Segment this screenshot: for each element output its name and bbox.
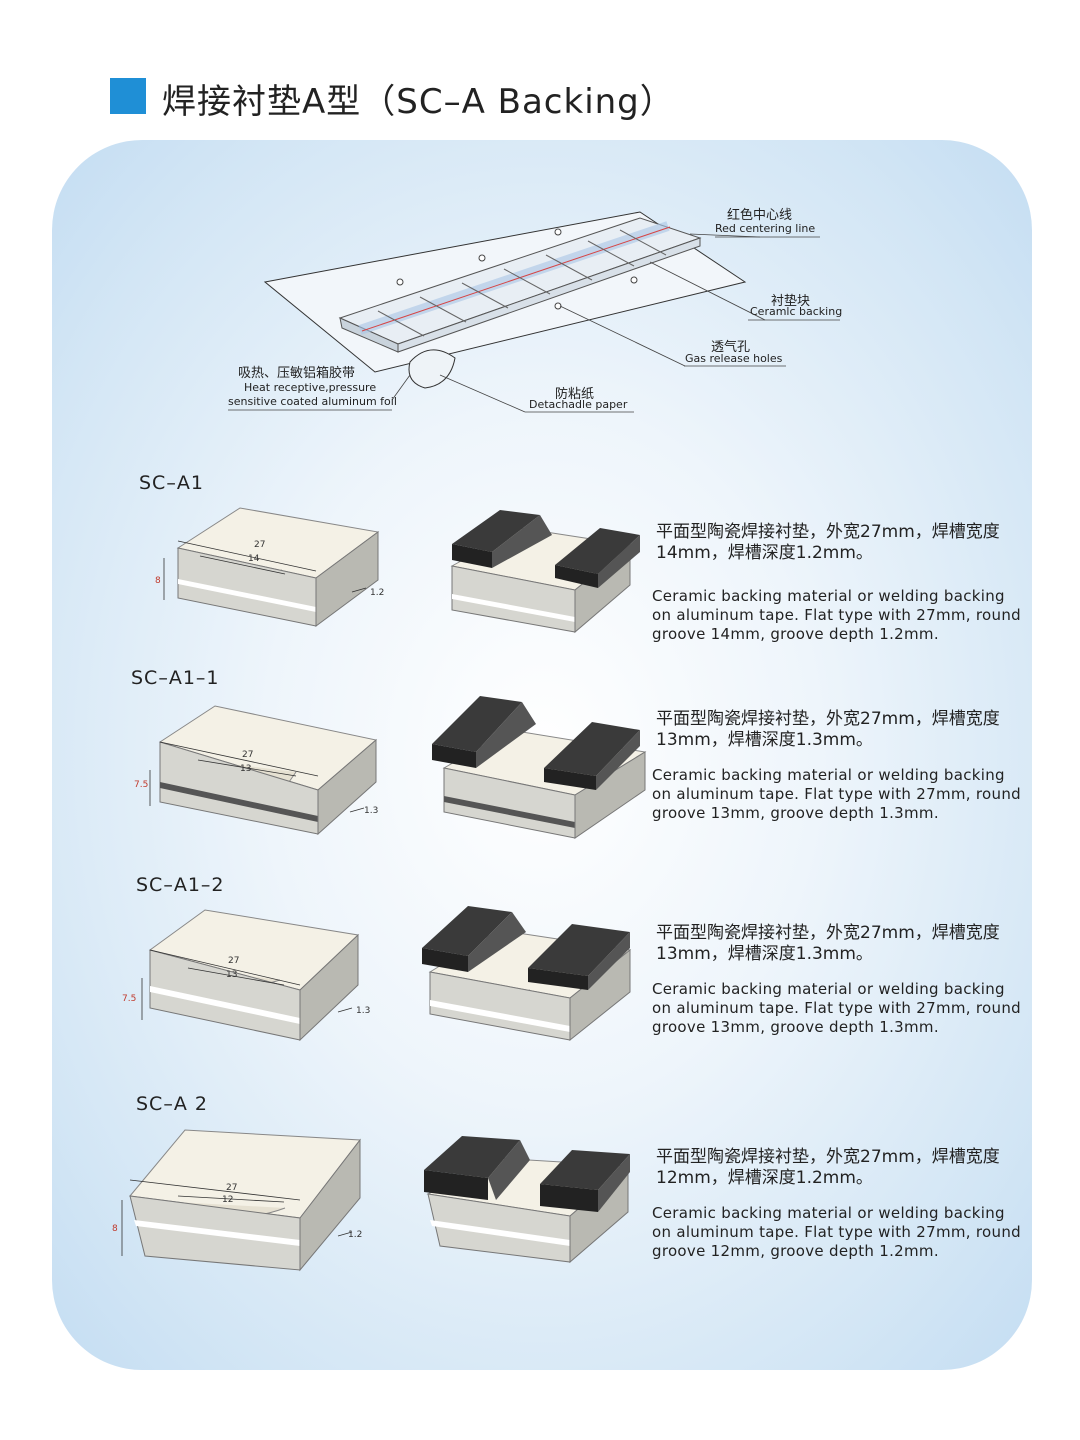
label-paper-cn: 防粘纸 [555, 387, 595, 402]
dim-groove: 12 [222, 1195, 234, 1205]
page-title: 焊接衬垫A型（SC–A Backing） [162, 82, 675, 122]
dim-width: 27 [228, 956, 240, 966]
dim-width: 27 [242, 750, 254, 760]
model-desc-en: Ceramic backing material or welding back… [652, 980, 1021, 1036]
label-ceramic-backing-en: Ceramlc backing [750, 305, 843, 318]
dim-depth: 1.3 [356, 1006, 371, 1016]
model-desc-cn: 平面型陶瓷焊接衬垫，外宽27mm，焊槽宽度14mm，焊槽深度1.2mm。 [656, 522, 1000, 563]
dim-depth: 1.2 [348, 1230, 363, 1240]
label-red-centering-cn: 红色中心线 [727, 208, 793, 223]
model-desc-cn: 平面型陶瓷焊接衬垫，外宽27mm，焊槽宽度13mm，焊槽深度1.3mm。 [656, 709, 1000, 750]
model-desc-cn: 平面型陶瓷焊接衬垫，外宽27mm，焊槽宽度13mm，焊槽深度1.3mm。 [656, 923, 1000, 964]
model-name: SC–A 2 [136, 1093, 208, 1115]
dim-groove: 14 [248, 554, 260, 564]
dim-width: 27 [226, 1183, 238, 1193]
model-desc-en: Ceramic backing material or welding back… [652, 587, 1021, 643]
label-paper-en: Detachadle paper [529, 398, 628, 411]
label-gas-holes-en: Gas release holes [685, 352, 783, 365]
model-name: SC–A1–2 [136, 874, 225, 896]
dim-depth: 1.2 [370, 588, 385, 598]
label-foil-cn: 吸热、压敏铝箱胶带 [238, 366, 356, 381]
label-foil-en-1: Heat receptive,pressure [244, 381, 377, 394]
dim-height: 7.5 [134, 780, 149, 790]
model-desc-cn: 平面型陶瓷焊接衬垫，外宽27mm，焊槽宽度12mm，焊槽深度1.2mm。 [656, 1147, 1000, 1188]
label-ceramic-backing-cn: 衬垫块 [771, 294, 811, 309]
label-gas-holes-cn: 透气孔 [711, 340, 751, 355]
dim-groove: 13 [226, 970, 238, 980]
dim-height: 8 [112, 1224, 118, 1234]
model-desc-en: Ceramic backing material or welding back… [652, 1204, 1021, 1260]
model-name: SC–A1 [139, 472, 204, 494]
model-name: SC–A1–1 [131, 667, 220, 689]
title-square-icon [110, 78, 146, 114]
dim-groove: 13 [240, 764, 252, 774]
dim-height: 7.5 [122, 994, 137, 1004]
dim-width: 27 [254, 540, 266, 550]
label-red-centering-en: Red centering line [715, 222, 816, 235]
overview-diagram [228, 211, 840, 413]
dim-depth: 1.3 [364, 806, 379, 816]
model-desc-en: Ceramic backing material or welding back… [652, 766, 1021, 822]
dim-height: 8 [155, 576, 161, 586]
label-foil-en-2: sensitive coated aluminum foil [228, 395, 397, 408]
